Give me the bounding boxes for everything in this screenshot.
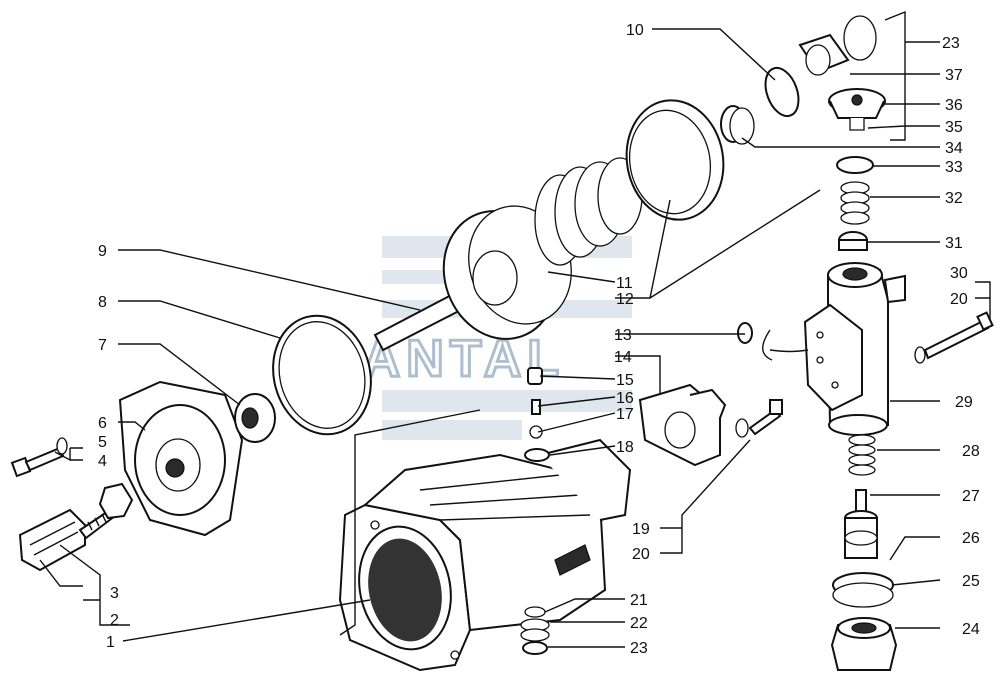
label-36: 36 [945, 97, 963, 114]
label-28: 28 [962, 443, 980, 460]
label-15: 15 [616, 372, 634, 389]
label-3: 3 [110, 585, 119, 602]
callout-numbers: 1 2 3 4 5 6 7 8 9 10 11 12 13 14 15 16 1… [98, 22, 980, 657]
part-clip [737, 322, 809, 361]
label-18: 18 [616, 439, 634, 456]
label-9: 9 [98, 243, 107, 260]
label-13: 13 [614, 327, 632, 344]
part-bolt-right [914, 311, 994, 364]
label-29: 29 [955, 394, 973, 411]
leader-lines [39, 10, 991, 648]
part-clevis [18, 482, 134, 572]
label-37: 37 [945, 67, 963, 84]
part-bolt-middle [735, 399, 783, 438]
label-1: 1 [106, 634, 115, 651]
label-6: 6 [98, 415, 107, 432]
label-33: 33 [945, 159, 963, 176]
part-flange [638, 383, 727, 467]
label-5: 5 [98, 434, 107, 451]
part-diaphragm [625, 99, 725, 221]
label-30: 30 [950, 265, 968, 282]
part-nut [234, 393, 276, 443]
label-16: 16 [616, 390, 634, 407]
label-34: 34 [945, 140, 963, 157]
part-lower-fittings [520, 606, 550, 655]
label-21: 21 [630, 592, 648, 609]
label-20-upper: 20 [950, 291, 968, 308]
part-lower-valve [830, 434, 898, 671]
label-7: 7 [98, 337, 107, 354]
label-12: 12 [616, 291, 634, 308]
label-2: 2 [110, 612, 119, 629]
label-27: 27 [962, 488, 980, 505]
part-valve-body [803, 262, 906, 436]
part-housing [338, 438, 632, 672]
label-8: 8 [98, 294, 107, 311]
label-23-upper: 23 [942, 35, 960, 52]
label-19: 19 [632, 521, 650, 538]
label-25: 25 [962, 573, 980, 590]
label-11: 11 [616, 275, 633, 292]
part-top-group [720, 15, 886, 145]
label-14: 14 [614, 349, 632, 366]
part-spring [534, 157, 643, 266]
label-23-lower: 23 [630, 640, 648, 657]
label-17: 17 [616, 406, 634, 423]
part-cover [118, 380, 244, 537]
part-bolt-left [10, 437, 68, 478]
part-ring-large [272, 314, 372, 436]
label-22: 22 [630, 615, 648, 632]
label-32: 32 [945, 190, 963, 207]
label-26: 26 [962, 530, 980, 547]
label-4: 4 [98, 453, 107, 470]
label-10: 10 [626, 22, 644, 39]
label-31: 31 [945, 235, 963, 252]
part-small-fittings [524, 367, 550, 462]
label-24: 24 [962, 621, 980, 638]
part-valve-stack [836, 156, 874, 251]
label-20-lower: 20 [632, 546, 650, 563]
label-35: 35 [945, 119, 963, 136]
